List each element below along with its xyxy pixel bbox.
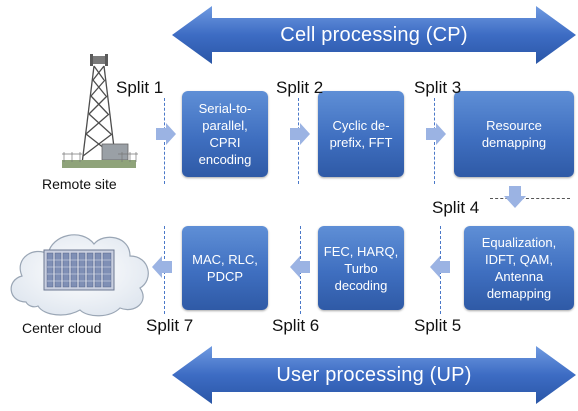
block-fec-harq: FEC, HARQ, Turbo decoding [318,226,404,310]
block-resource-demapping: Resource demapping [454,91,574,177]
split-2-label: Split 2 [276,78,324,97]
split-6-label: Split 6 [272,316,320,335]
remote-site-caption: Remote site [42,176,117,192]
double-arrow-icon [172,6,576,64]
split-3-label: Split 3 [414,78,462,97]
split-5-label: Split 5 [414,316,462,335]
user-processing-banner: User processing (UP) [172,344,576,406]
arrow-right-icon [156,123,176,145]
block-equalization: Equalization, IDFT, QAM, Antenna demappi… [464,226,574,310]
split-2-line [298,98,299,184]
center-cloud-caption: Center cloud [22,320,102,336]
cell-processing-label: Cell processing (CP) [280,23,468,46]
split-3-line [434,98,435,184]
split-7-label: Split 7 [146,316,194,335]
split-4-label: Split 4 [432,198,480,217]
arrow-right-icon [290,123,310,145]
arrow-left-icon [152,256,172,278]
split-1-label: Split 1 [116,78,164,97]
block-cyclic-deprefix: Cyclic de- prefix, FFT [318,91,404,177]
user-processing-label: User processing (UP) [276,363,472,386]
split-1-line [164,98,165,184]
cloud-server-icon [4,222,154,320]
arrow-left-icon [430,256,450,278]
double-arrow-icon [172,346,576,404]
arrow-down-icon [504,186,526,208]
block-serial-to-parallel: Serial-to- parallel, CPRI encoding [182,91,268,177]
cell-processing-banner: Cell processing (CP) [172,4,576,66]
split-4-line [490,198,570,199]
block-mac-rlc-pdcp: MAC, RLC, PDCP [182,226,268,310]
arrow-left-icon [290,256,310,278]
arrow-right-icon [426,123,446,145]
cell-tower-icon [60,52,138,176]
